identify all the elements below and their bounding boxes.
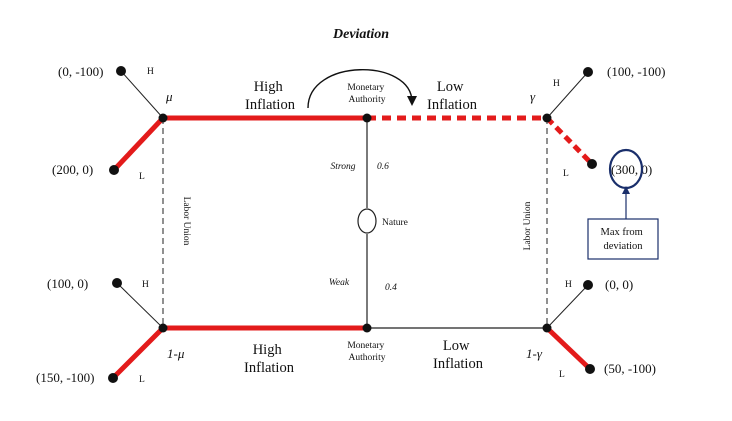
payoff-bottom-left-h: (100, 0): [47, 276, 88, 291]
payoff-top-right-h: (100, -100): [607, 64, 666, 79]
action-label-bottom-right-l: L: [559, 370, 565, 380]
payoff-bottom-right-h: (0, 0): [605, 277, 633, 292]
terminal-node-bottom-left-h: [112, 278, 122, 288]
strong-label: Strong: [331, 162, 356, 172]
terminal-node-top-right-l: [587, 159, 597, 169]
top-left-h-branch: [120, 70, 164, 119]
top-left-branch-label: High Inflation: [245, 79, 296, 113]
top-left-l-branch: [112, 116, 165, 172]
payoff-top-left-l: (200, 0): [52, 162, 93, 177]
one-minus-gamma-label: 1-γ: [526, 346, 543, 361]
action-label-bottom-right-h: H: [565, 280, 572, 290]
payoff-top-right-l: (300, 0): [611, 162, 652, 177]
one-minus-mu-label: 1-μ: [167, 346, 185, 361]
monetary-authority-node-bottom: [362, 323, 372, 333]
terminal-node-top-left-h: [116, 66, 126, 76]
bottom-left-l-branch: [111, 326, 165, 380]
action-label-top-left-l: L: [139, 172, 145, 182]
terminal-node-top-left-l: [109, 165, 119, 175]
bottom-right-l-branch: [545, 326, 592, 371]
labor-union-right-label: Labor Union: [523, 201, 533, 250]
mu-label: μ: [165, 89, 173, 104]
terminal-node-top-right-h: [583, 67, 593, 77]
weak-probability: 0.4: [385, 283, 397, 293]
monetary-authority-top-label: Monetary Authority: [347, 83, 386, 105]
payoff-bottom-left-l: (150, -100): [36, 370, 95, 385]
top-right-h-branch: [546, 71, 589, 119]
top-right-branch-label: Low Inflation: [427, 79, 478, 113]
bottom-right-h-branch: [546, 284, 589, 329]
terminal-node-bottom-left-l: [108, 373, 118, 383]
callout-text: Max from deviation: [601, 227, 646, 252]
weak-label: Weak: [329, 278, 350, 288]
action-label-bottom-left-l: L: [139, 375, 145, 385]
payoff-bottom-right-l: (50, -100): [604, 361, 656, 376]
labor-union-node-bottom-left: [158, 323, 168, 333]
bottom-left-branch-label: High Inflation: [244, 342, 295, 376]
bottom-right-branch-label: Low Inflation: [433, 338, 484, 372]
action-label-top-right-l: L: [563, 169, 569, 179]
monetary-authority-bottom-label: Monetary Authority: [347, 341, 386, 363]
action-label-top-left-h: H: [147, 67, 154, 77]
top-right-l-branch: [545, 116, 594, 166]
gamma-label: γ: [530, 89, 536, 104]
payoff-top-left-h: (0, -100): [58, 64, 104, 79]
callout-box: [587, 218, 659, 260]
terminal-node-bottom-right-h: [583, 280, 593, 290]
monetary-authority-node-top: [362, 113, 372, 123]
terminal-node-bottom-right-l: [585, 364, 595, 374]
nature-node: [357, 208, 377, 234]
strong-probability: 0.6: [377, 162, 389, 172]
diagram-title: Deviation: [332, 27, 389, 42]
labor-union-left-label: Labor Union: [181, 197, 191, 246]
action-label-bottom-left-h: H: [142, 280, 149, 290]
action-label-top-right-h: H: [553, 79, 560, 89]
labor-union-node-bottom-right: [542, 323, 552, 333]
deviation-arrow: [307, 69, 417, 109]
nature-label: Nature: [382, 218, 408, 228]
labor-union-node-top-right: [542, 113, 552, 123]
labor-union-node-top-left: [158, 113, 168, 123]
bottom-left-h-branch: [116, 282, 164, 329]
